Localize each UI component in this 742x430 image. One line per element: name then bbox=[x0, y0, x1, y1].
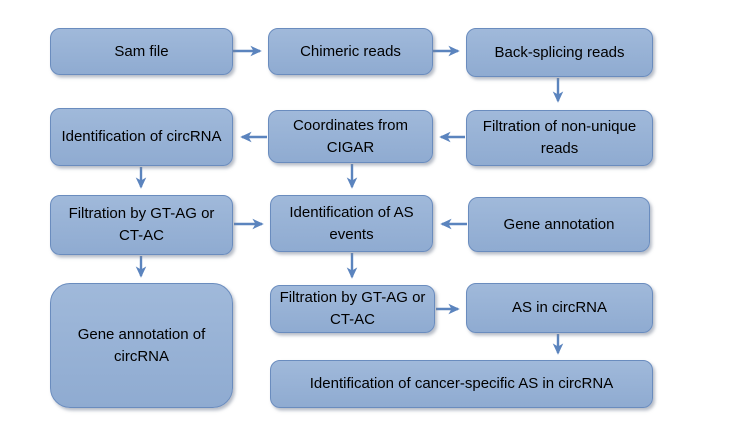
node-sam-file-label: Sam file bbox=[114, 42, 169, 60]
node-chimeric-reads: Chimeric reads bbox=[268, 28, 433, 75]
node-sam-file: Sam file bbox=[50, 28, 233, 75]
node-filtration-of-non-unique-reads-label: Filtration of non-unique reads bbox=[482, 118, 637, 157]
node-filtration-by-gt-ag-1: Filtration by GT-AG or CT-AC bbox=[50, 195, 233, 255]
node-identification-of-cancer-specific-as: Identification of cancer-specific AS in … bbox=[270, 360, 653, 408]
node-coordinates-from-cigar-label: Coordinates from CIGAR bbox=[292, 116, 409, 156]
node-gene-annotation: Gene annotation bbox=[468, 197, 650, 252]
node-gene-annotation-label: Gene annotation bbox=[503, 215, 615, 233]
node-identification-of-as-events-label: Identification of AS events bbox=[289, 203, 414, 243]
node-chimeric-reads-label: Chimeric reads bbox=[300, 42, 401, 60]
node-identification-of-cancer-specific-as-label: Identification of cancer-specific AS in … bbox=[309, 375, 614, 393]
node-filtration-by-gt-ag-2-label: Filtration by GT-AG or CT-AC bbox=[279, 289, 426, 328]
node-gene-annotation-of-circrna: Gene annotation of circRNA bbox=[50, 283, 233, 408]
node-identification-of-circrna: Identification of circRNA bbox=[50, 108, 233, 166]
node-identification-of-as-events: Identification of AS events bbox=[270, 195, 433, 252]
node-as-in-circrna-label: AS in circRNA bbox=[511, 299, 608, 317]
node-filtration-by-gt-ag-1-label: Filtration by GT-AG or CT-AC bbox=[68, 205, 215, 244]
node-gene-annotation-of-circrna-label: Gene annotation of circRNA bbox=[77, 325, 206, 365]
node-identification-of-circrna-label: Identification of circRNA bbox=[61, 128, 222, 146]
node-as-in-circrna: AS in circRNA bbox=[466, 283, 653, 333]
node-coordinates-from-cigar: Coordinates from CIGAR bbox=[268, 110, 433, 163]
node-back-splicing-reads-label: Back-splicing reads bbox=[494, 43, 625, 61]
node-filtration-of-non-unique-reads: Filtration of non-unique reads bbox=[466, 110, 653, 166]
node-filtration-by-gt-ag-2: Filtration by GT-AG or CT-AC bbox=[270, 285, 435, 333]
node-back-splicing-reads: Back-splicing reads bbox=[466, 28, 653, 77]
